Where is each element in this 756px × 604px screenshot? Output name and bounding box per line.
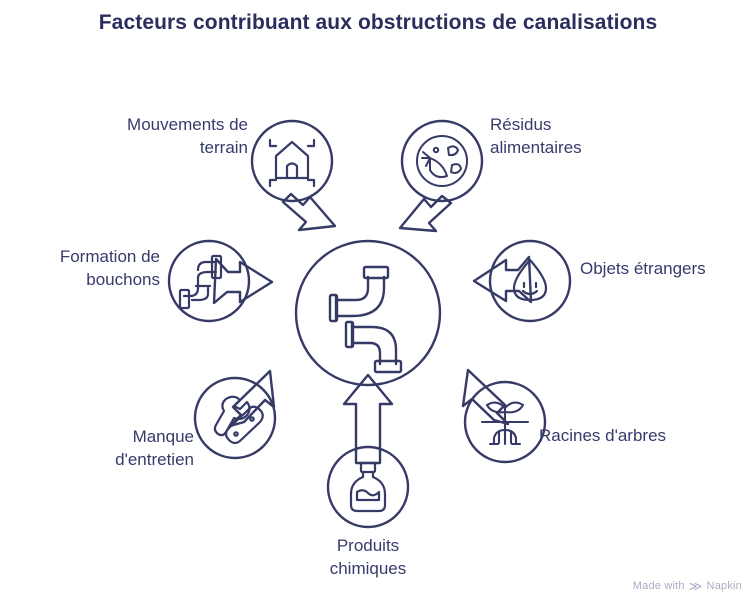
label-formation-de-bouchons: Formation de bouchons	[59, 247, 160, 289]
node-circle	[326, 445, 410, 529]
node-racines-darbres[interactable]	[463, 380, 547, 464]
node-produits-chimiques[interactable]	[326, 445, 410, 529]
pipe-icon	[328, 265, 403, 374]
node-circle	[193, 376, 277, 460]
node-circle	[463, 380, 547, 464]
arrow-from-produits-chimiques	[342, 373, 394, 465]
arrow-from-racines-darbres	[461, 368, 510, 426]
arrow-group	[212, 192, 533, 465]
chemical-bottle-icon	[349, 461, 387, 513]
node-circle	[250, 119, 334, 203]
arrow-from-objets-etrangers	[472, 255, 533, 304]
page-title: Facteurs contribuant aux obstructions de…	[98, 11, 658, 34]
node-mouvements-de-terrain[interactable]	[250, 119, 334, 203]
napkin-logo-icon: ≫	[688, 578, 703, 593]
food-scraps-icon	[416, 135, 468, 187]
watermark-brand: Napkin	[706, 580, 742, 592]
node-circle	[488, 239, 572, 323]
label-objets-etrangers: Objets étrangers	[580, 259, 706, 278]
wrench-tools-icon	[213, 395, 264, 445]
node-formation-de-bouchons[interactable]	[167, 239, 251, 323]
clogged-pipe-icon	[178, 254, 223, 310]
arrow-from-manque-dentretien	[228, 369, 276, 428]
plant-roots-icon	[480, 401, 530, 446]
smiling-blob-icon	[512, 258, 548, 302]
house-ground-movement-icon	[268, 138, 316, 188]
center-hub[interactable]	[294, 239, 442, 387]
node-circle	[400, 119, 484, 203]
arrow-from-formation-de-bouchons	[212, 257, 274, 305]
label-racines-darbres: Racines d'arbres	[539, 426, 667, 445]
node-circle	[167, 239, 251, 323]
label-produits-chimiques: Produits chimiques	[329, 536, 407, 578]
napkin-watermark: Made with ≫ Napkin	[632, 578, 742, 593]
label-manque-dentretien: Manque d'entretien	[115, 427, 194, 469]
label-mouvements-de-terrain: Mouvements de terrain	[127, 115, 248, 157]
center-circle	[294, 239, 442, 387]
arrow-from-residus-alimentaires	[398, 194, 453, 233]
arrow-from-mouvements-de-terrain	[281, 192, 337, 232]
node-objets-etrangers[interactable]	[488, 239, 572, 323]
node-residus-alimentaires[interactable]	[400, 119, 484, 203]
watermark-prefix: Made with	[632, 580, 685, 592]
node-manque-dentretien[interactable]	[193, 376, 277, 460]
label-residus-alimentaires: Résidus alimentaires	[490, 115, 582, 157]
